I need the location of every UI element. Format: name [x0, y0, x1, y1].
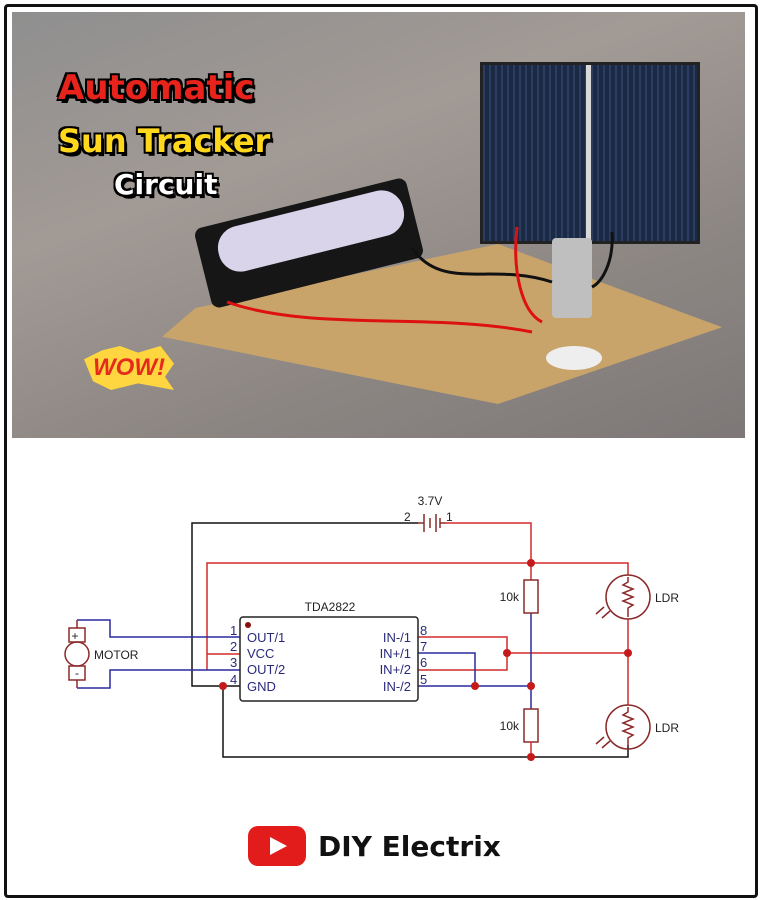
svg-text:2: 2 [230, 639, 237, 654]
motor-minus: - [75, 666, 79, 680]
youtube-icon [248, 826, 306, 866]
solar-panel [480, 62, 700, 244]
battery-voltage: 3.7V [418, 494, 443, 508]
motor-mount [546, 346, 602, 370]
channel-brand: DIY Electrix [248, 826, 501, 866]
motor-plus: + [71, 629, 78, 643]
ldr-top-label: LDR [655, 591, 679, 605]
resistor-top [523, 579, 539, 614]
project-photo: Automatic Sun Tracker Circuit WOW! [12, 12, 745, 438]
ldr-top [595, 574, 651, 620]
ldr-bottom-label: LDR [655, 721, 679, 735]
svg-text:GND: GND [247, 679, 276, 694]
svg-text:IN-/2: IN-/2 [383, 679, 411, 694]
ic-name: TDA2822 [305, 600, 356, 614]
brand-name: DIY Electrix [318, 829, 501, 863]
motor-label: MOTOR [94, 648, 139, 662]
svg-text:IN-/1: IN-/1 [383, 630, 411, 645]
svg-text:1: 1 [230, 623, 237, 638]
title-line-1: Automatic [58, 68, 255, 108]
ic-tda2822 [239, 616, 419, 702]
image-frame [4, 4, 758, 898]
resistor-top-label: 10k [500, 590, 520, 604]
battery-pin-2: 2 [404, 510, 411, 524]
battery-pin-1: 1 [446, 510, 453, 524]
svg-text:VCC: VCC [247, 646, 274, 661]
motor-symbol [64, 620, 90, 688]
title-line-2: Sun Tracker [58, 122, 271, 160]
svg-text:7: 7 [420, 639, 427, 654]
ic-left-pins: 1 OUT/1 2 VCC 3 OUT/2 4 GND [230, 623, 285, 694]
battery-symbol [418, 514, 446, 532]
svg-text:5: 5 [420, 672, 427, 687]
svg-text:3: 3 [230, 655, 237, 670]
gear-motor [552, 238, 592, 318]
wires [226, 226, 614, 334]
ground-wires [191, 522, 629, 758]
wow-badge: WOW! [84, 346, 174, 390]
svg-text:4: 4 [230, 672, 237, 687]
resistor-bottom [523, 708, 539, 743]
svg-text:IN+/2: IN+/2 [380, 662, 411, 677]
svg-text:8: 8 [420, 623, 427, 638]
svg-text:6: 6 [420, 655, 427, 670]
ic-right-pins: 8 IN-/1 7 IN+/1 6 IN+/2 5 IN-/2 [380, 623, 428, 694]
svg-text:OUT/2: OUT/2 [247, 662, 285, 677]
svg-text:OUT/1: OUT/1 [247, 630, 285, 645]
ldr-bottom [595, 704, 651, 750]
resistor-bottom-label: 10k [500, 719, 520, 733]
svg-text:IN+/1: IN+/1 [380, 646, 411, 661]
junction-dots [219, 559, 632, 761]
title-line-3: Circuit [114, 168, 218, 201]
